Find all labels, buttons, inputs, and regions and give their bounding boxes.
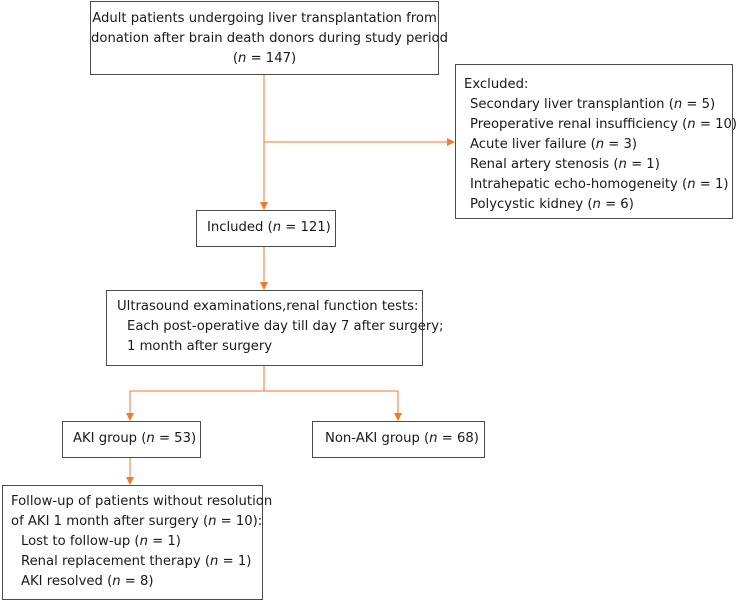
excluded-title: Excluded: <box>464 77 529 92</box>
non-aki-group-box: Non-AKI group (n = 68) <box>312 421 485 458</box>
excluded-item: Preoperative renal insufficiency (n = 10… <box>470 117 738 132</box>
examinations-line-2: Each post-operative day till day 7 after… <box>127 319 444 334</box>
followup-line-1: Follow-up of patients without resolution <box>11 494 273 509</box>
screened-line-1: Adult patients undergoing liver transpla… <box>92 11 437 26</box>
excluded-item: Acute liver failure (n = 3) <box>470 137 638 152</box>
followup-item: AKI resolved (n = 8) <box>21 574 154 589</box>
aki-group-label: AKI group (n = 53) <box>73 431 197 446</box>
followup-line-2: of AKI 1 month after surgery (n = 10): <box>11 514 263 529</box>
excluded-item: Polycystic kidney (n = 6) <box>470 197 634 212</box>
included-label: Included (n = 121) <box>207 220 331 235</box>
examinations-box: Ultrasound examinations,renal function t… <box>106 290 444 366</box>
followup-item: Renal replacement therapy (n = 1) <box>21 554 252 569</box>
screened-patients-box: Adult patients undergoing liver transpla… <box>90 1 448 75</box>
included-box: Included (n = 121) <box>196 210 336 247</box>
non-aki-group-label: Non-AKI group (n = 68) <box>325 431 479 446</box>
excluded-item: Secondary liver transplantion (n = 5) <box>470 97 716 112</box>
excluded-box: Excluded: Secondary liver transplantion … <box>455 64 738 219</box>
followup-item: Lost to follow-up (n = 1) <box>21 534 181 549</box>
screened-count: (n = 147) <box>232 51 297 66</box>
examinations-line-3: 1 month after surgery <box>127 339 273 354</box>
examinations-line-1: Ultrasound examinations,renal function t… <box>117 299 419 314</box>
excluded-item: Renal artery stenosis (n = 1) <box>470 157 660 172</box>
excluded-item: Intrahepatic echo-homogeneity (n = 1) <box>470 177 729 192</box>
aki-group-box: AKI group (n = 53) <box>62 421 201 458</box>
screened-line-2: donation after brain death donors during… <box>91 31 448 46</box>
followup-box: Follow-up of patients without resolution… <box>2 485 273 600</box>
